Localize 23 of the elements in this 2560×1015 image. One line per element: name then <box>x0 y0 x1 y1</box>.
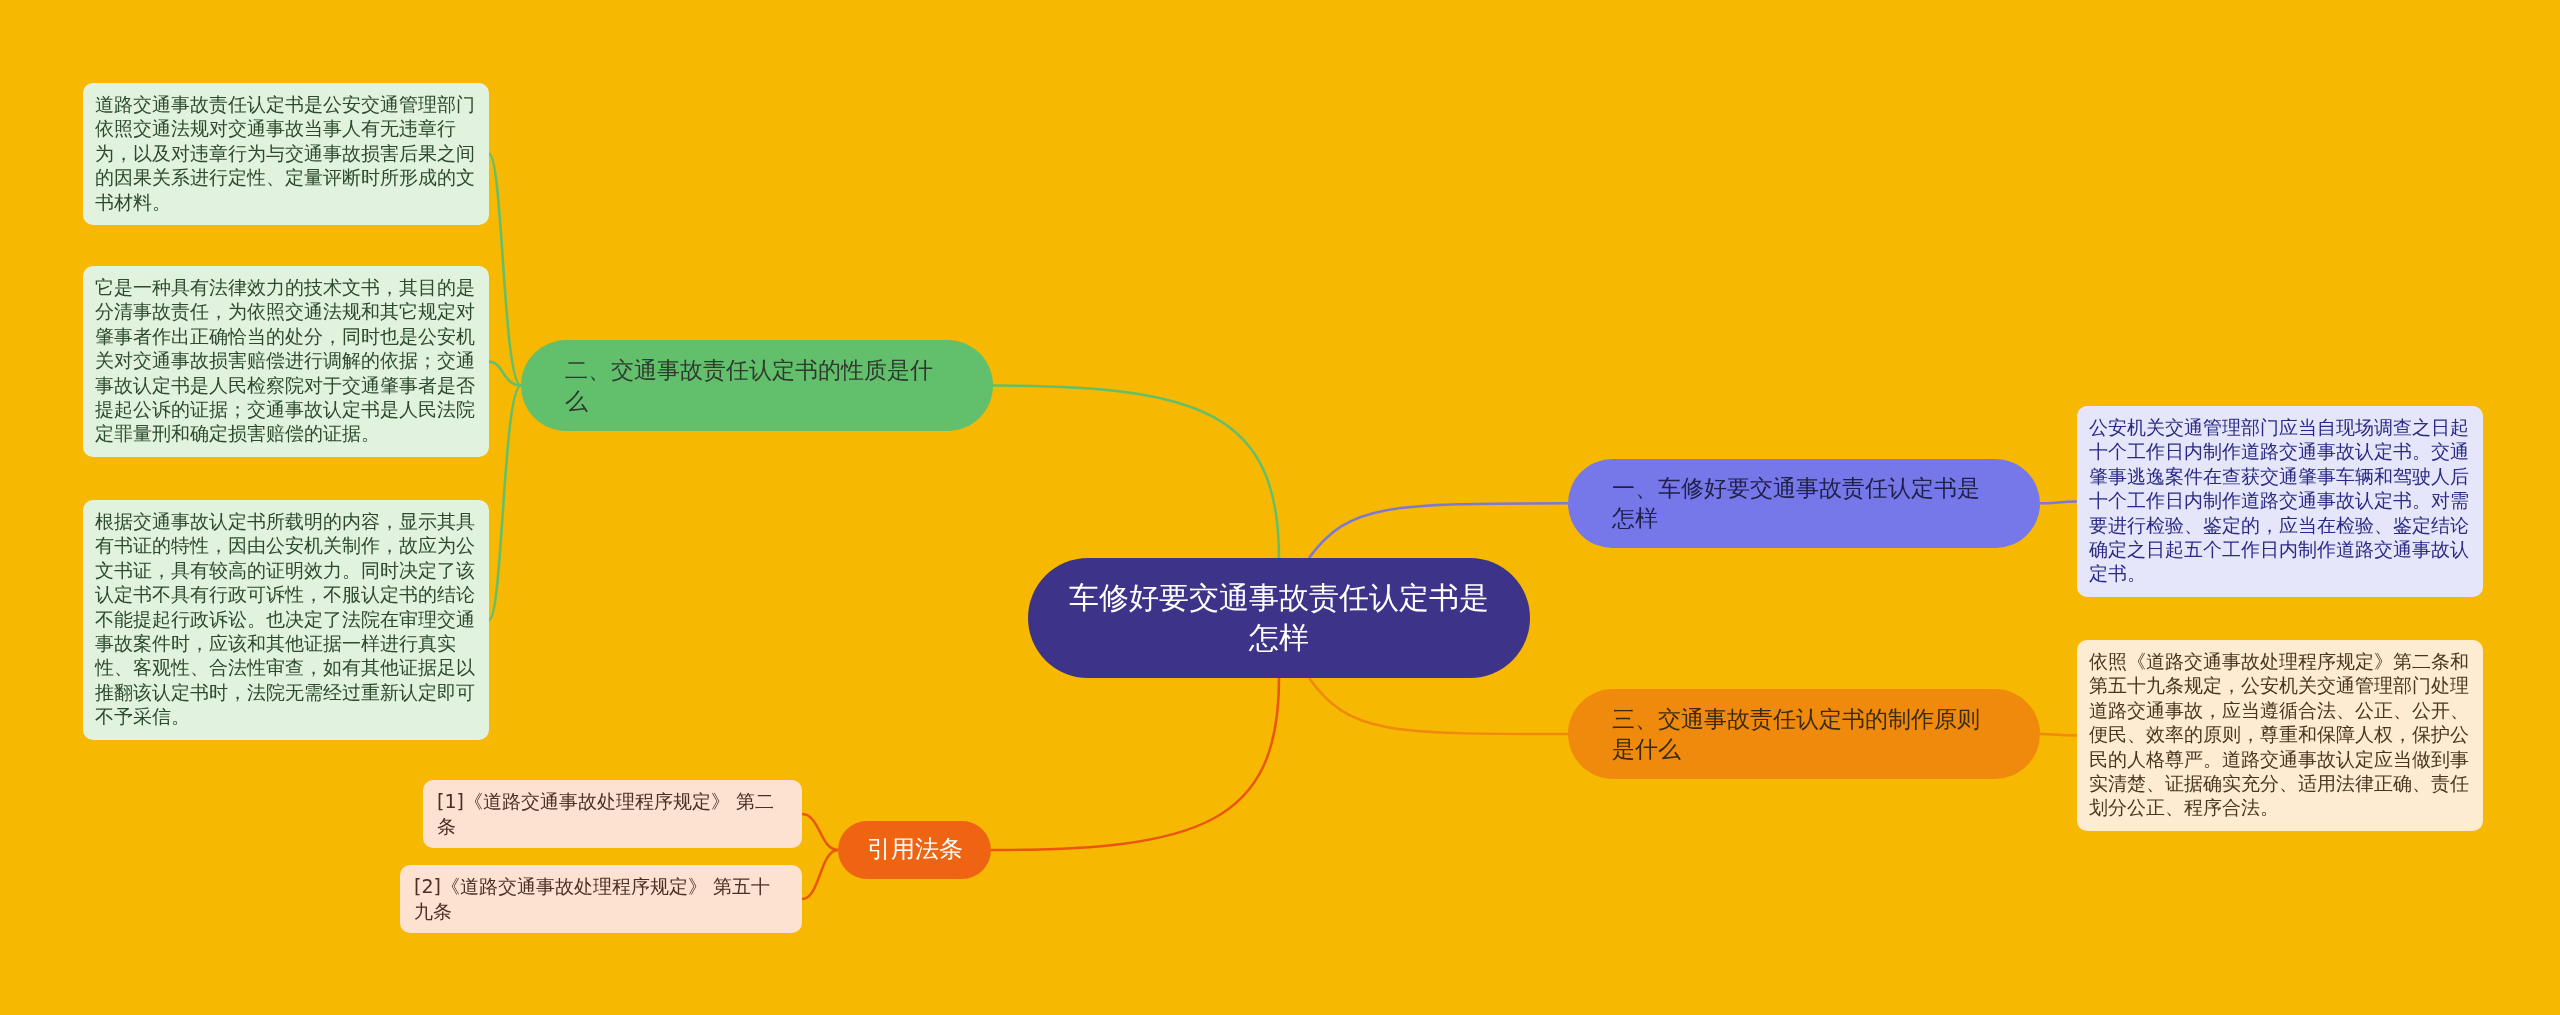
connector-line <box>487 384 522 621</box>
citation-card: [1]《道路交通事故处理程序规定》 第二条 <box>423 780 802 849</box>
central-topic: 车修好要交通事故责任认定书是怎样 <box>1028 558 1530 678</box>
branch-topic: 引用法条 <box>838 821 991 879</box>
connector-line <box>801 812 839 852</box>
connector-line <box>801 848 839 901</box>
branch-topic: 二、交通事故责任认定书的性质是什么 <box>521 340 993 431</box>
connector-line <box>2040 500 2077 505</box>
connector-line <box>1308 502 1568 559</box>
note-card: 根据交通事故认定书所载明的内容，显示其具有书证的特性，因由公安机关制作，故应为公文书证，具有较高的证明效力。同时决定了该认定书不具有行政可诉性，不服认定书的结论不能提起行政诉讼。也决定了法院在审理交通事故案件时，应该和其他证据一样进行真实性、客观性、合法性审查，如有其他证据足以推翻该认定书时，法院无需经过重新认定即可不予采信。 <box>83 500 489 740</box>
note-card: 公安机关交通管理部门应当自现场调查之日起十个工作日内制作道路交通事故认定书。交通肇事逃逸案件在查获交通肇事车辆和驾驶人后十个工作日内制作道路交通事故认定书。对需要进行检验、鉴定的，应当在检验、鉴定结论确定之日起五个工作日内制作道路交通事故认定书。 <box>2077 406 2483 597</box>
branch-topic: 三、交通事故责任认定书的制作原则是什么 <box>1568 689 2040 779</box>
connector-line <box>488 153 522 387</box>
connector-line <box>488 360 522 387</box>
connector-line <box>1308 677 1568 736</box>
note-card: 依照《道路交通事故处理程序规定》第二条和第五十九条规定，公安机关交通管理部门处理道路交通事故，应当遵循合法、公正、公开、便民、效率的原则，尊重和保障人权，保护公民的人格尊严。道路交通事故认定应当做到事实清楚、证据确实充分、适用法律正确、责任划分公正、程序合法。 <box>2077 640 2483 831</box>
note-card: 它是一种具有法律效力的技术文书，其目的是分清事故责任，为依照交通法规和其它规定对肇事者作出正确恰当的处分，同时也是公安机关对交通事故损害赔偿进行调解的依据；交通事故认定书是人民检察院对于交通肇事者是否提起公诉的证据；交通事故认定书是人民法院定罪量刑和确定损害赔偿的证据。 <box>83 266 489 457</box>
connector-line <box>993 384 1281 559</box>
branch-topic: 一、车修好要交通事故责任认定书是怎样 <box>1568 459 2040 548</box>
citation-card: [2]《道路交通事故处理程序规定》 第五十九条 <box>400 865 802 934</box>
connector-line <box>991 677 1281 852</box>
note-card: 道路交通事故责任认定书是公安交通管理部门依照交通法规对交通事故当事人有无违章行为，以及对违章行为与交通事故损害后果之间的因果关系进行定性、定量评断时所形成的文书材料。 <box>83 83 489 226</box>
connector-line <box>2040 732 2077 737</box>
